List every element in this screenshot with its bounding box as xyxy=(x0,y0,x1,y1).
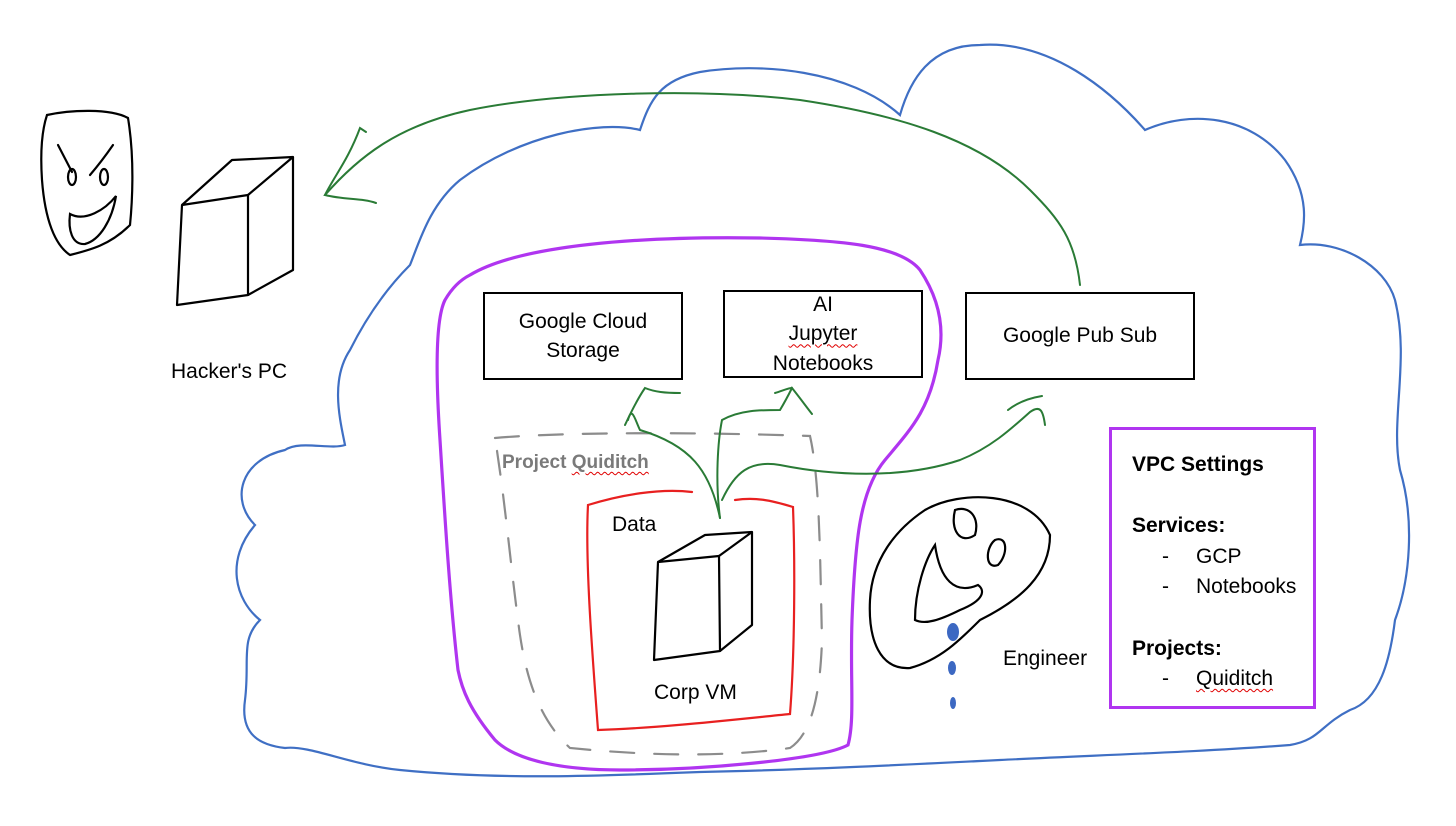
arrow-gcs-head xyxy=(624,386,681,426)
angry-face-icon xyxy=(40,109,134,257)
vm-boundary xyxy=(586,489,796,732)
service-item: - GCP xyxy=(1132,542,1313,572)
gcs-label-line1: Google Cloud xyxy=(518,309,648,333)
arrow-pubsub-head xyxy=(1007,395,1043,411)
gcs-box[interactable]: Google Cloud Storage xyxy=(483,292,683,380)
arrow-jupyter-head xyxy=(774,387,793,394)
vm-computer-icon xyxy=(652,530,754,662)
data-label: Data xyxy=(612,513,657,536)
bullet: - xyxy=(1162,667,1169,691)
smiling-face-icon xyxy=(868,496,1052,670)
pubsub-label: Google Pub Sub xyxy=(1002,324,1158,348)
vpc-settings-panel: VPC Settings Services: - GCP - Notebooks P… xyxy=(1109,427,1316,709)
arrow-vm-to-jupyter xyxy=(716,386,813,519)
projects-heading: Projects: xyxy=(1132,636,1222,660)
jupyter-label-line1: AI Jupyter xyxy=(773,290,873,349)
project-boundary xyxy=(493,432,824,756)
corp-vm-label: Corp VM xyxy=(654,681,737,704)
vpc-settings-title: VPC Settings xyxy=(1132,453,1264,476)
cloud-boundary xyxy=(235,43,1411,778)
services-heading: Services: xyxy=(1132,514,1226,538)
gcs-label-line2: Storage xyxy=(546,339,620,362)
project-item-label: Quiditch xyxy=(1196,667,1274,691)
arrow-pubsub-to-hacker xyxy=(323,92,1081,286)
project-item: - Quiditch xyxy=(1132,664,1313,694)
jupyter-flagged-word: Jupyter xyxy=(788,322,858,346)
hacker-pc-label: Hacker's PC xyxy=(171,360,288,383)
project-title: Project Quiditch xyxy=(502,452,649,474)
bullet: - xyxy=(1162,544,1169,568)
service-item: - Notebooks xyxy=(1132,572,1313,602)
pubsub-box[interactable]: Google Pub Sub xyxy=(965,292,1195,380)
engineer-label: Engineer xyxy=(1003,647,1088,670)
tear-drops-icon xyxy=(947,623,959,709)
jupyter-prefix: AI xyxy=(813,292,833,316)
service-item-label: GCP xyxy=(1196,544,1242,568)
jupyter-label-line2: Notebooks xyxy=(772,351,874,375)
project-title-prefix: Project xyxy=(502,452,572,473)
arrow-vm-to-pubsub xyxy=(721,407,1046,501)
service-item-label: Notebooks xyxy=(1196,575,1297,599)
vpc-boundary xyxy=(435,236,943,772)
arrow-hacker-head xyxy=(324,126,367,196)
bullet: - xyxy=(1162,575,1169,599)
computer-tower-icon xyxy=(175,155,295,307)
arrow-vm-to-gcs xyxy=(627,412,721,519)
project-title-name: Quiditch xyxy=(571,452,649,473)
flow-arrows xyxy=(323,92,1081,519)
jupyter-box[interactable]: AI Jupyter Notebooks xyxy=(723,290,923,378)
